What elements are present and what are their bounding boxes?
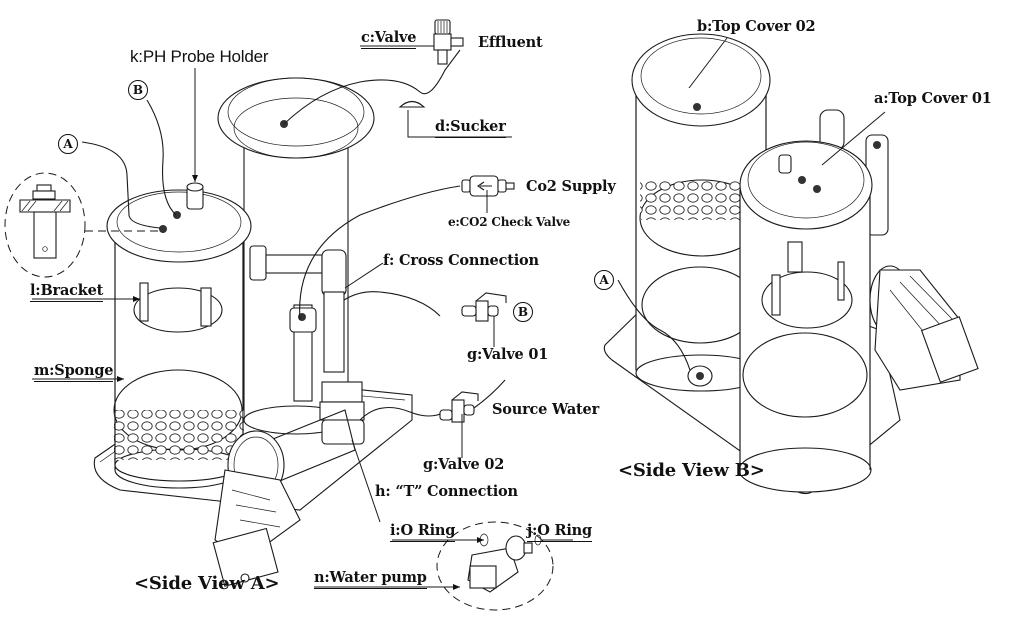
sucker	[398, 100, 426, 108]
valve01-tube	[343, 291, 441, 317]
front-cylinder-a	[106, 182, 252, 489]
valve-01	[461, 292, 507, 322]
label-co2-check-valve: e:CO2 Check Valve	[448, 215, 571, 229]
label-bracket: l:Bracket	[30, 283, 103, 302]
effluent-tube	[283, 49, 461, 125]
tube-b	[146, 99, 177, 216]
label-ph-probe-holder: k:PH Probe Holder	[130, 47, 269, 66]
tube-a-b	[617, 279, 691, 371]
label-cross-connection: f: Cross Connection	[383, 252, 539, 269]
pump-detail-callout	[436, 521, 554, 611]
label-water-pump: n:Water pump	[314, 570, 427, 589]
valve-02	[439, 379, 506, 423]
label-o-ring-j: j:O Ring	[527, 523, 592, 542]
valve02-tube	[359, 406, 446, 421]
label-co2-supply: Co2 Supply	[526, 178, 616, 195]
caption-side-view-b: <Side View B>	[618, 460, 765, 481]
label-top-cover-02: b:Top Cover 02	[697, 18, 816, 35]
side-view-a-drawing	[4, 49, 461, 587]
label-effluent: Effluent	[478, 34, 543, 51]
label-valve-01: g:Valve 01	[467, 346, 549, 363]
co2-check-valve	[461, 175, 515, 197]
tube-a	[81, 141, 161, 229]
leader-lines	[32, 37, 886, 590]
label-valve-02: g:Valve 02	[423, 456, 505, 473]
label-source-water: Source Water	[492, 401, 600, 418]
label-valve-c: c:Valve	[361, 30, 416, 49]
label-t-connection: h: “T” Connection	[375, 483, 518, 500]
caption-side-view-a: <Side View A>	[134, 573, 280, 594]
base-plate-a	[93, 374, 413, 511]
water-pump-b	[869, 265, 979, 391]
marker-b-valve: B	[513, 302, 533, 322]
bracket-plate-b	[761, 271, 853, 329]
marker-a: A	[58, 134, 78, 154]
water-pump-a	[212, 430, 301, 587]
side-view-b-drawing	[603, 33, 979, 495]
sponge-plate-b	[742, 332, 868, 418]
label-sponge: m:Sponge	[34, 363, 113, 382]
front-cylinder-b	[738, 140, 873, 493]
nut-detail-callout	[4, 172, 160, 278]
marker-a-view-b: A	[594, 270, 614, 290]
plumbing-a	[249, 185, 461, 486]
bracket-plate	[133, 287, 223, 333]
marker-b: B	[128, 80, 148, 100]
arrow-left-icon	[477, 181, 492, 191]
co2-tube	[299, 185, 461, 321]
label-sucker: d:Sucker	[435, 119, 506, 138]
label-o-ring-i: i:O Ring	[390, 523, 455, 542]
label-top-cover-01: a:Top Cover 01	[874, 90, 992, 107]
top-valve-c	[398, 19, 464, 108]
